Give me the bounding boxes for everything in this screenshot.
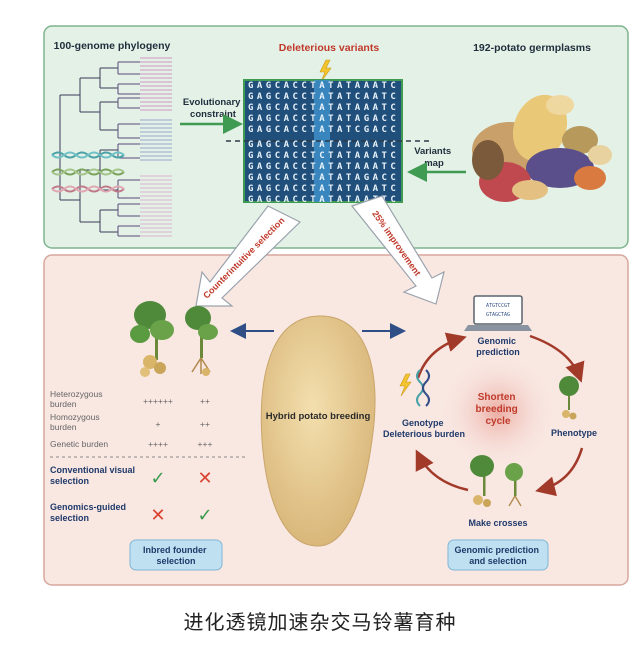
genomics-modern-check-icon: ✓	[197, 505, 212, 525]
evolutionary-constraint-label: Evolutionary constraint	[183, 97, 243, 120]
dna-helix-icons	[51, 151, 125, 193]
make-crosses-plants-icon	[470, 455, 523, 507]
phylogeny-title: 100-genome phylogeny	[54, 40, 171, 52]
conventional-founder-check-icon: ✓	[150, 468, 165, 488]
variants-map-label: Variants map	[414, 146, 454, 169]
shorten-breeding-cycle-label: Shorten breeding cycle	[475, 392, 520, 427]
potato-germplasm-pile	[472, 94, 612, 202]
genomics-selection-label: Genomics-guided selection	[50, 502, 129, 523]
heterozygous-burden-founder: ++++++	[143, 396, 173, 406]
genomics-founder-cross-icon: ✕	[150, 505, 165, 525]
deleterious-variants-title: Deleterious variants	[279, 42, 380, 54]
heterozygous-burden-label: Heterozygous burden	[50, 389, 105, 409]
heterozygous-burden-modern: ++	[200, 396, 210, 406]
genomic-selection-label: Genomic prediction and selection	[454, 545, 541, 566]
genetic-burden-founder: ++++	[148, 439, 168, 449]
cycle-arrow-right-bottom	[535, 447, 584, 497]
lightning-icon	[319, 59, 332, 83]
genotype-lightning-icon	[399, 373, 412, 397]
make-crosses-label: Make crosses	[468, 518, 527, 528]
homozygous-burden-modern: ++	[200, 419, 210, 429]
homozygous-burden-founder: +	[156, 419, 161, 429]
cycle-arrow-top-right	[529, 334, 585, 383]
svg-text:GTAGCTAG: GTAGCTAG	[486, 312, 510, 318]
alignment-column-highlight	[314, 80, 330, 202]
genotype-label: Genotype Deleterious burden	[383, 418, 465, 439]
homozygous-burden-label: Homozygous burden	[50, 412, 102, 432]
genetic-burden-label: Genetic burden	[50, 439, 108, 449]
genetic-burden-modern: +++	[198, 439, 213, 449]
genomic-selection-box	[447, 539, 549, 571]
hybrid-potato-breeding-label: Hybrid potato breeding	[266, 411, 371, 422]
cycle-arrow-bottom-left	[415, 449, 469, 492]
figure-caption: 进化透镜加速杂交马铃薯育种	[183, 610, 457, 634]
phylogeny-tree	[59, 57, 172, 237]
germplasm-title: 192-potato germplasms	[473, 42, 591, 54]
svg-text:ATGTCCGT: ATGTCCGT	[486, 303, 510, 309]
genotype-dna-icon	[416, 369, 430, 407]
hybrid-potato-illustration	[260, 315, 376, 547]
phenotype-label: Phenotype	[551, 428, 597, 438]
founder-plants-icon	[130, 301, 218, 377]
cycle-arrow-left-top	[416, 332, 467, 379]
burden-table: Heterozygous burden ++++++ ++ Homozygous…	[50, 389, 212, 449]
genomic-prediction-label: Genomic prediction	[476, 336, 520, 357]
laptop-icon: ATGTCCGT GTAGCTAG	[464, 295, 532, 331]
conventional-selection-label: Conventional visual selection	[50, 465, 138, 486]
inbred-founder-box	[129, 539, 223, 571]
selection-table: Conventional visual selection ✓ ✕ Genomi…	[50, 465, 213, 525]
phenotype-plant-icon	[559, 376, 579, 420]
inbred-founder-label: Inbred founder selection	[143, 545, 209, 566]
cycle-glow	[440, 354, 556, 470]
conventional-modern-cross-icon: ✕	[197, 468, 212, 488]
